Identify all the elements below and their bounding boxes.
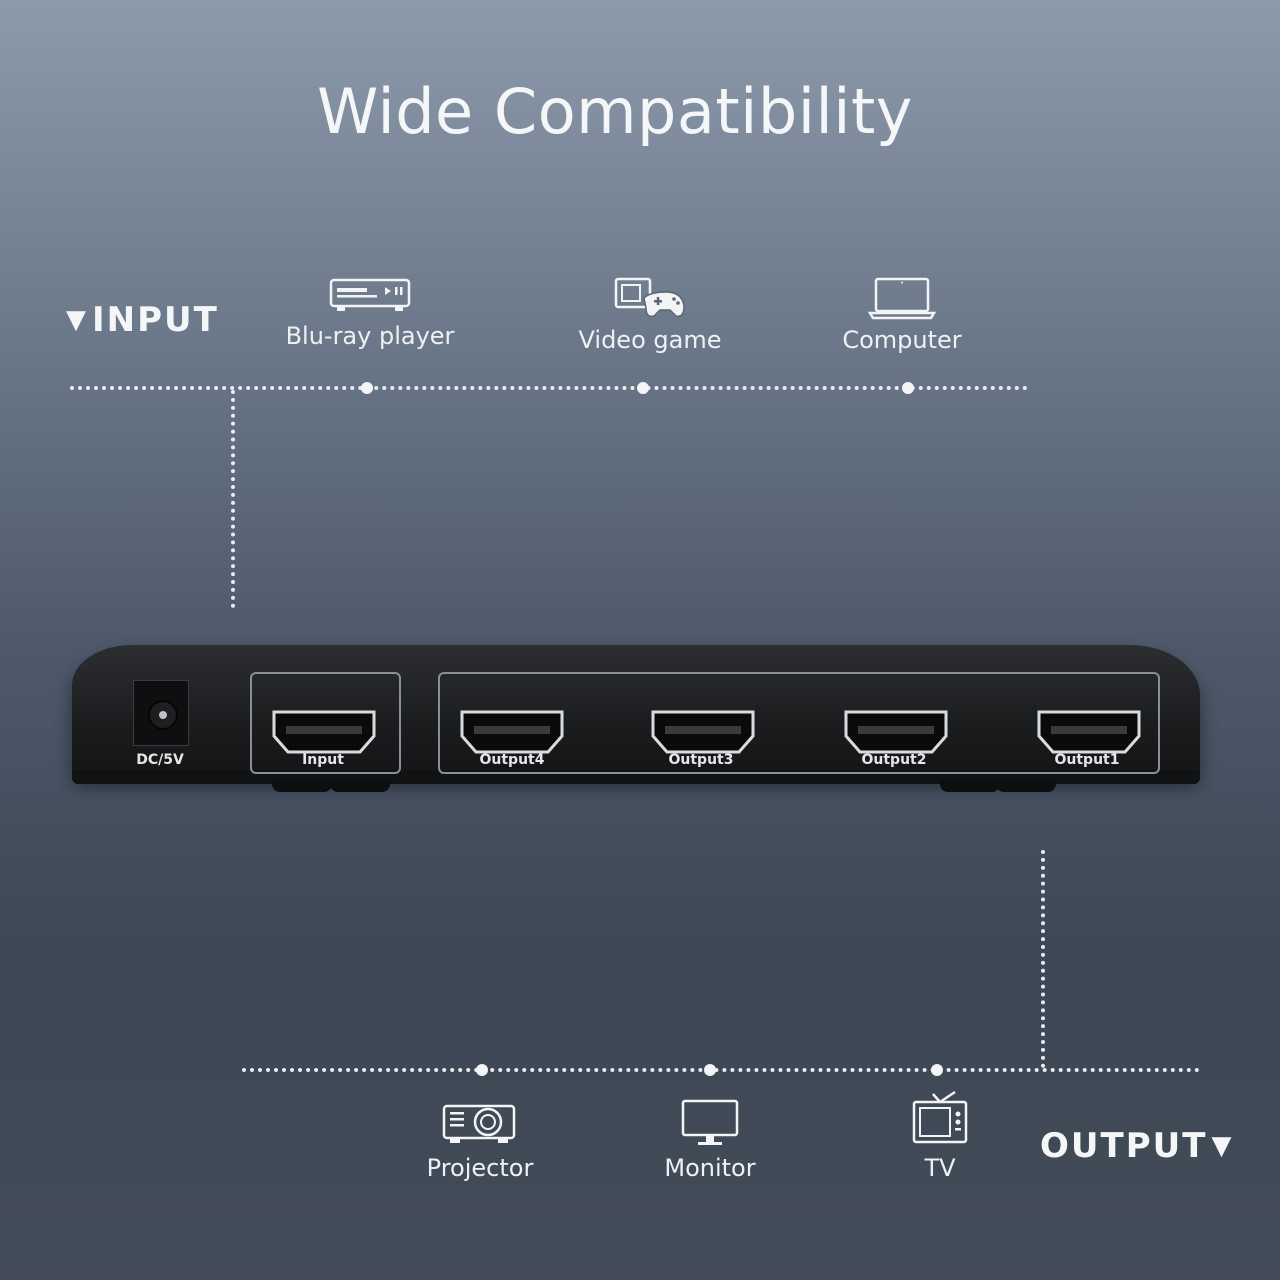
input-section-label: ▼ INPUT bbox=[62, 300, 219, 340]
splitter-foot bbox=[996, 780, 1056, 792]
splitter-foot bbox=[330, 780, 390, 792]
device-label: Monitor bbox=[664, 1154, 756, 1182]
output-connector-line bbox=[242, 1068, 1200, 1072]
device-computer: Computer bbox=[802, 276, 1002, 354]
port-label-output2: Output2 bbox=[861, 752, 927, 768]
device-label: Computer bbox=[842, 326, 962, 354]
connector-node bbox=[476, 1064, 488, 1076]
device-blu-ray-player: Blu-ray player bbox=[270, 276, 470, 350]
hdmi-port-icon bbox=[460, 710, 564, 754]
device-monitor: Monitor bbox=[610, 1098, 810, 1182]
port-label-output1: Output1 bbox=[1054, 752, 1120, 768]
device-projector: Projector bbox=[380, 1098, 580, 1182]
hdmi-port-icon bbox=[844, 710, 948, 754]
connector-node bbox=[931, 1064, 943, 1076]
device-label: Projector bbox=[426, 1154, 534, 1182]
output-section-label: OUTPUT ▼ bbox=[1040, 1126, 1237, 1166]
hdmi-port-icon bbox=[272, 710, 376, 754]
output-ports-frame bbox=[438, 672, 1160, 774]
dc-power-jack bbox=[133, 680, 189, 746]
page-title: Wide Compatibility bbox=[317, 75, 913, 148]
hdmi-splitter-body bbox=[72, 645, 1200, 777]
port-label-input: Input bbox=[302, 752, 344, 768]
device-label: TV bbox=[924, 1154, 956, 1182]
input-drop-line bbox=[231, 390, 235, 608]
input-label-text: INPUT bbox=[92, 300, 219, 340]
connector-node bbox=[637, 382, 649, 394]
dc-power-label: DC/5V bbox=[136, 752, 184, 768]
port-label-output3: Output3 bbox=[668, 752, 734, 768]
device-video-game: Video game bbox=[550, 276, 750, 354]
video-game-icon bbox=[614, 277, 685, 318]
monitor-icon bbox=[681, 1099, 739, 1145]
down-triangle-icon: ▼ bbox=[66, 305, 88, 335]
splitter-foot bbox=[940, 780, 1000, 792]
input-connector-line bbox=[70, 386, 1028, 390]
device-label: Blu-ray player bbox=[285, 322, 455, 350]
hdmi-port-icon bbox=[1037, 710, 1141, 754]
output-drop-line bbox=[1041, 850, 1045, 1068]
device-label: Video game bbox=[578, 326, 722, 354]
port-label-output4: Output4 bbox=[479, 752, 545, 768]
computer-icon bbox=[868, 277, 936, 320]
hdmi-port-icon bbox=[651, 710, 755, 754]
blu-ray-player-icon bbox=[329, 278, 411, 311]
splitter-foot bbox=[272, 780, 332, 792]
output-label-text: OUTPUT bbox=[1040, 1126, 1208, 1166]
tv-icon bbox=[912, 1090, 968, 1144]
connector-node bbox=[902, 382, 914, 394]
device-tv: TV bbox=[840, 1090, 1040, 1182]
connector-node bbox=[361, 382, 373, 394]
down-triangle-icon: ▼ bbox=[1211, 1131, 1234, 1161]
connector-node bbox=[704, 1064, 716, 1076]
projector-icon bbox=[442, 1104, 516, 1143]
input-port-frame bbox=[250, 672, 401, 774]
